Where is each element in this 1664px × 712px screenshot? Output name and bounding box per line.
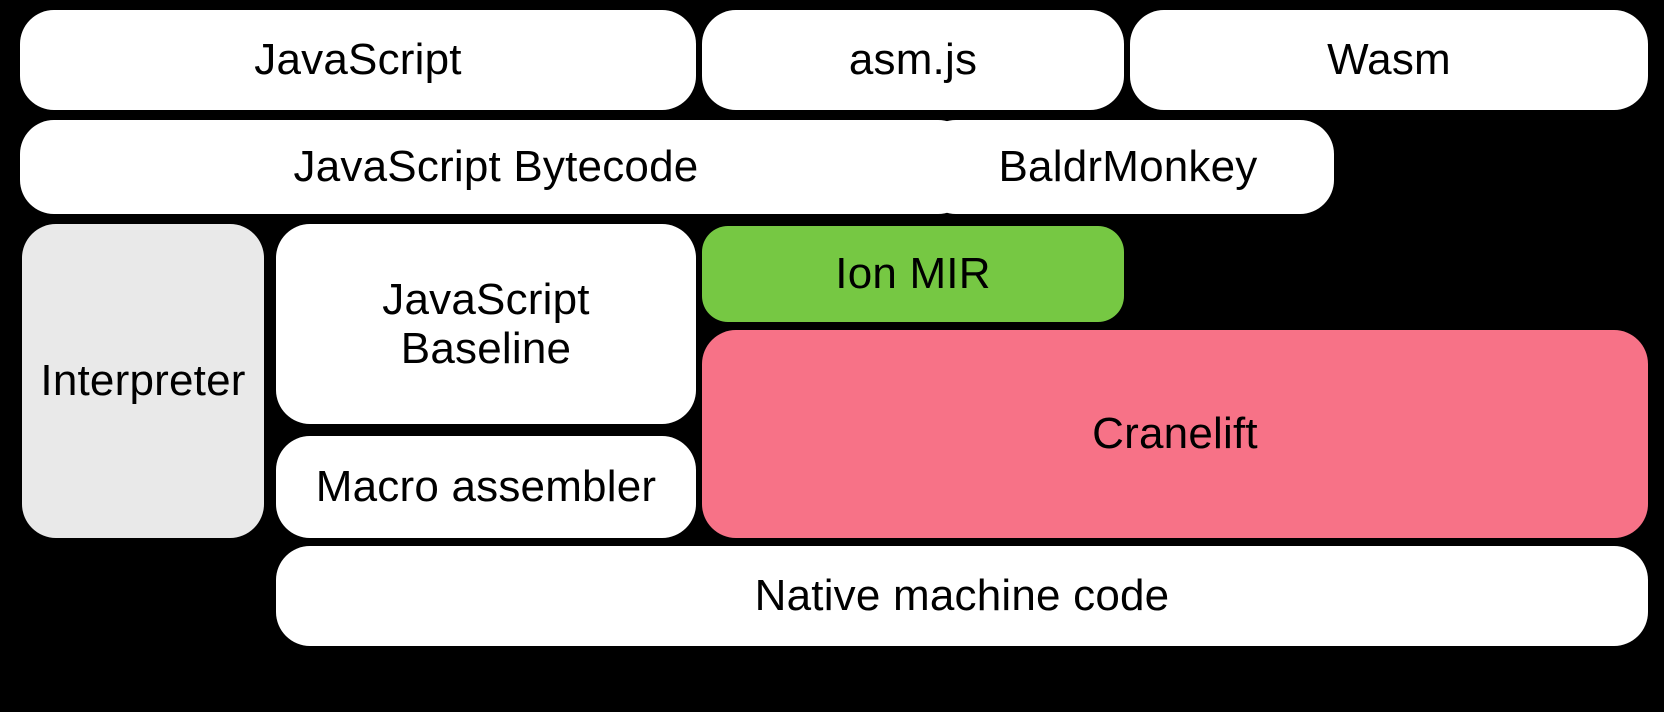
node-wasm[interactable]: Wasm	[1130, 10, 1648, 110]
node-asm-js[interactable]: asm.js	[702, 10, 1124, 110]
node-interpreter[interactable]: Interpreter	[22, 224, 264, 538]
node-ion-mir[interactable]: Ion MIR	[702, 226, 1124, 322]
node-javascript[interactable]: JavaScript	[20, 10, 696, 110]
node-javascript-baseline[interactable]: JavaScript Baseline	[276, 224, 696, 424]
node-cranelift[interactable]: Cranelift	[702, 330, 1648, 538]
node-native-machine-code[interactable]: Native machine code	[276, 546, 1648, 646]
node-javascript-bytecode[interactable]: JavaScript Bytecode	[20, 120, 972, 214]
node-baldrmonkey[interactable]: BaldrMonkey	[922, 120, 1334, 214]
node-macro-assembler[interactable]: Macro assembler	[276, 436, 696, 538]
